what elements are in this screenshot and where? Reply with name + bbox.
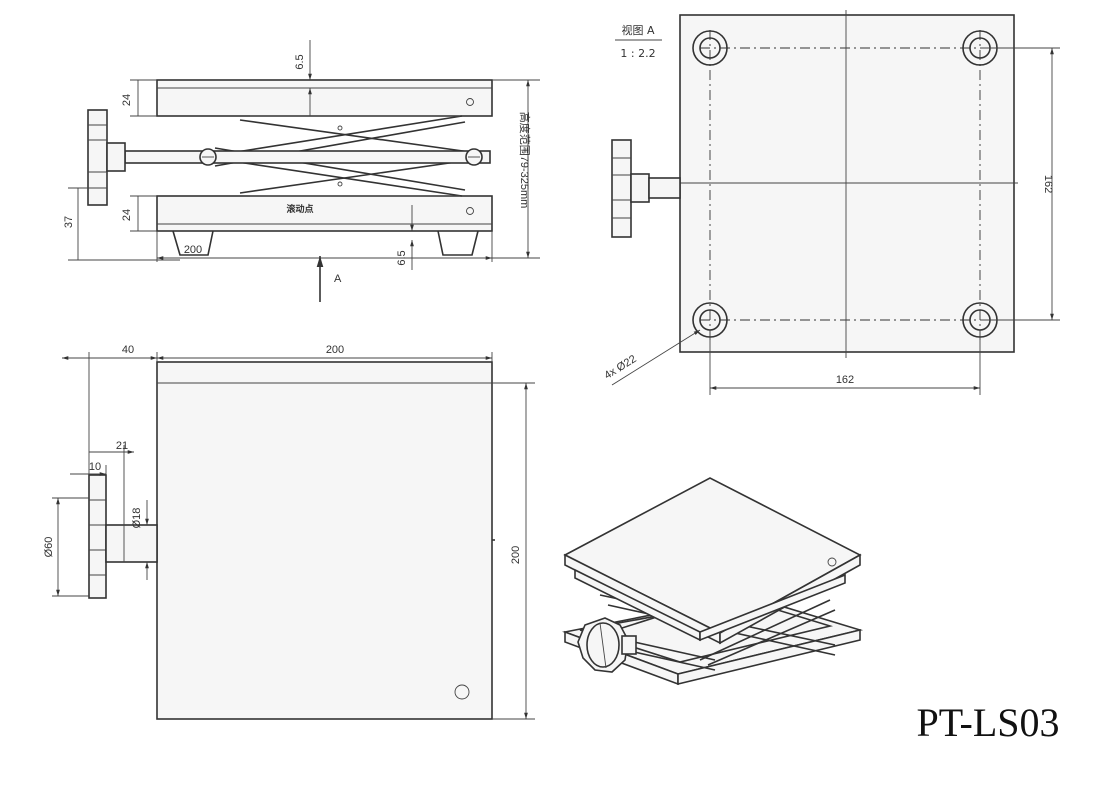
front-bottom-plate — [156, 195, 493, 232]
top-knob — [611, 139, 632, 238]
dim-knob-offset: 40 — [122, 344, 134, 356]
iso-knob — [577, 617, 637, 673]
isometric-view — [562, 477, 864, 686]
dim-bottom-gap: 6.5 — [396, 250, 408, 265]
dim-hole-spacing-h: 162 — [836, 374, 854, 386]
dim-top-gap: 6.5 — [294, 54, 306, 69]
dim-hole-callout: 4x Ø22 — [602, 353, 638, 382]
dim-knob-width: 21 — [116, 440, 128, 452]
side-view: 40 200 200 21 10 Ø18 Ø60 — [43, 344, 535, 720]
front-top-plate — [156, 79, 493, 117]
top-view: 162 162 4x Ø22 视图 A 1 : 2.2 — [602, 10, 1060, 395]
front-knob — [87, 109, 108, 206]
dim-front-width: 200 — [184, 244, 202, 256]
view-scale: 1 : 2.2 — [620, 47, 655, 60]
bottom-note: 滚动点 — [286, 203, 313, 214]
view-title: 视图 A — [621, 23, 654, 37]
iso-top-plate — [563, 477, 862, 634]
view-arrow-label: A — [334, 273, 342, 285]
front-view: 6.5 24 24 37 200 6.5 高度范围79-325mm A 滚动点 — [63, 40, 540, 302]
mount-hole-tl — [692, 30, 728, 66]
top-plate — [679, 14, 1015, 353]
dim-side-width: 200 — [326, 344, 344, 356]
dim-side-height: 200 — [510, 546, 522, 564]
dim-knob-thick: 10 — [89, 461, 101, 473]
dim-top-thick: 24 — [121, 94, 133, 106]
dim-hole-spacing-v: 162 — [1042, 175, 1054, 193]
dim-bottom-thick: 24 — [121, 209, 133, 221]
dim-shaft-dia: Ø18 — [131, 508, 143, 529]
side-knob — [88, 474, 107, 599]
side-plate — [156, 361, 493, 720]
model-label: PT-LS03 — [916, 700, 1059, 745]
dim-base-offset: 37 — [63, 216, 75, 228]
dim-height-range: 高度范围79-325mm — [518, 112, 532, 209]
dim-knob-dia: Ø60 — [43, 537, 55, 558]
